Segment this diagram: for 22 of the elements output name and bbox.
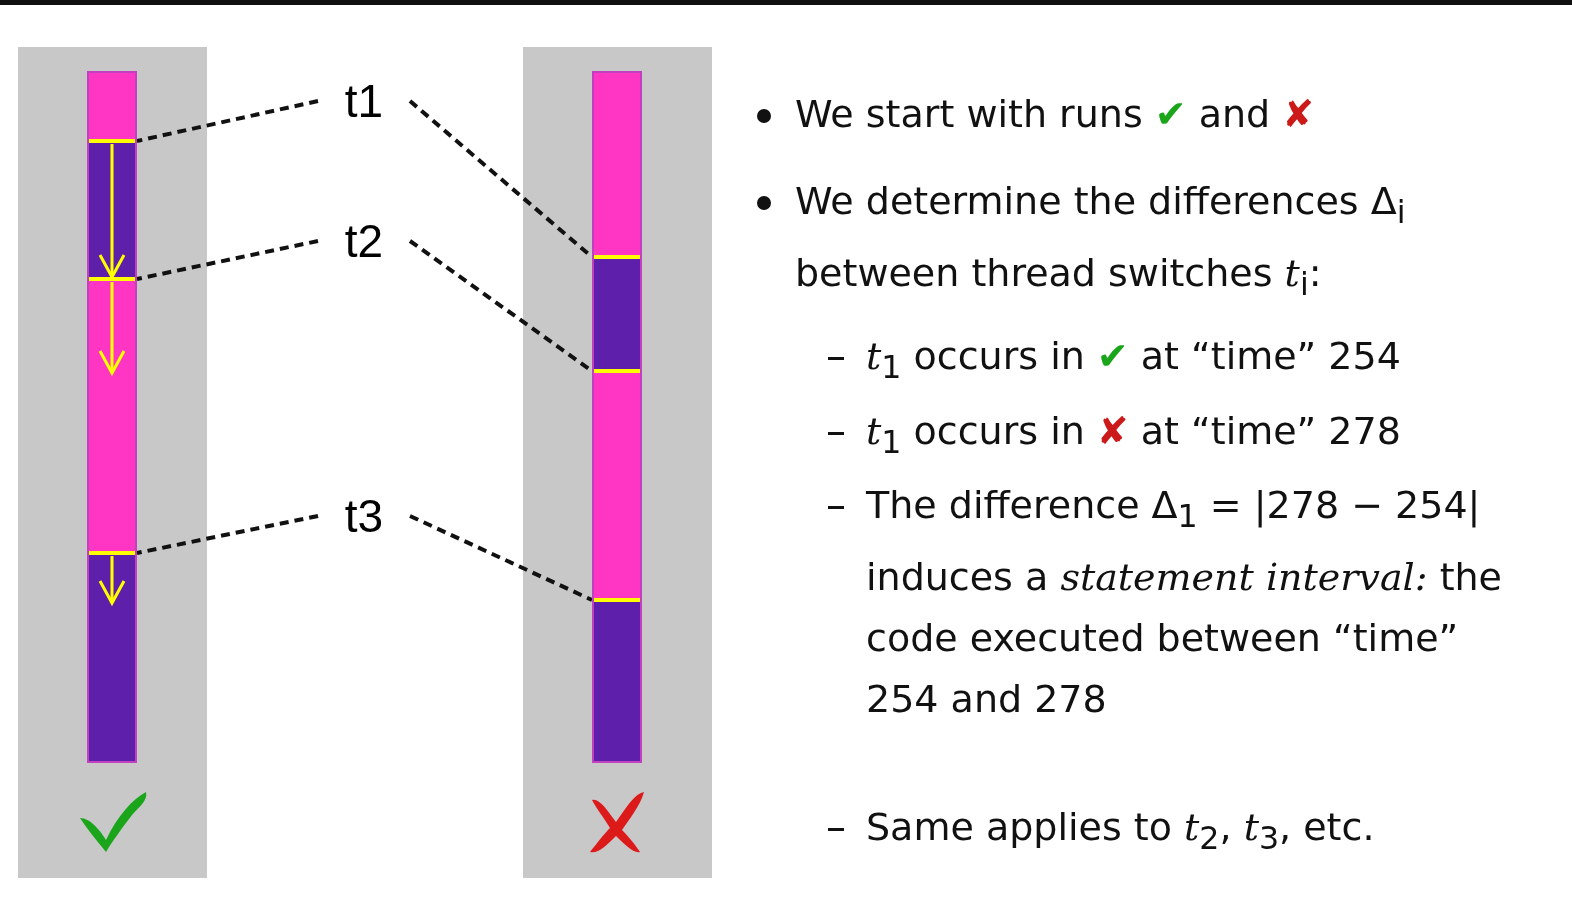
thread-switch-mark bbox=[594, 255, 640, 259]
time-label: t2 bbox=[318, 218, 410, 264]
bullet-text: We start with runs ✔ and ✘ bbox=[795, 91, 1316, 138]
leader-line bbox=[136, 239, 319, 281]
bullet-text: t$_{1}$ occurs in ✔ at “time” 254 bbox=[866, 333, 1402, 387]
thread-switch-mark bbox=[89, 139, 135, 143]
bullet-text: t$_{1}$ occurs in ✘ at “time” 278 bbox=[866, 408, 1402, 462]
time-label: t3 bbox=[318, 493, 410, 539]
leader-line bbox=[136, 99, 319, 143]
time-label: t1 bbox=[318, 78, 410, 124]
thread-switch-mark bbox=[89, 277, 135, 281]
bullet-text: Same applies to t$_{2}$, t$_{3}$, etc. bbox=[866, 804, 1376, 858]
bullet-text: We determine the differences Δ$_{i}$ between thread switches t$_{i}$: bbox=[795, 178, 1407, 304]
arrow bbox=[98, 144, 126, 279]
arrow bbox=[98, 556, 126, 605]
arrow bbox=[98, 282, 126, 375]
thread-switch-mark bbox=[594, 598, 640, 602]
bullet-text: The difference Δ$_{1}$ = |278 − 254| induces a statement interval: the code executed between “time” 254 and 278 bbox=[866, 482, 1503, 723]
thread-switch-mark bbox=[89, 551, 135, 555]
leader-line bbox=[409, 514, 593, 602]
leader-line bbox=[136, 514, 319, 555]
thread-switch-mark bbox=[594, 369, 640, 373]
